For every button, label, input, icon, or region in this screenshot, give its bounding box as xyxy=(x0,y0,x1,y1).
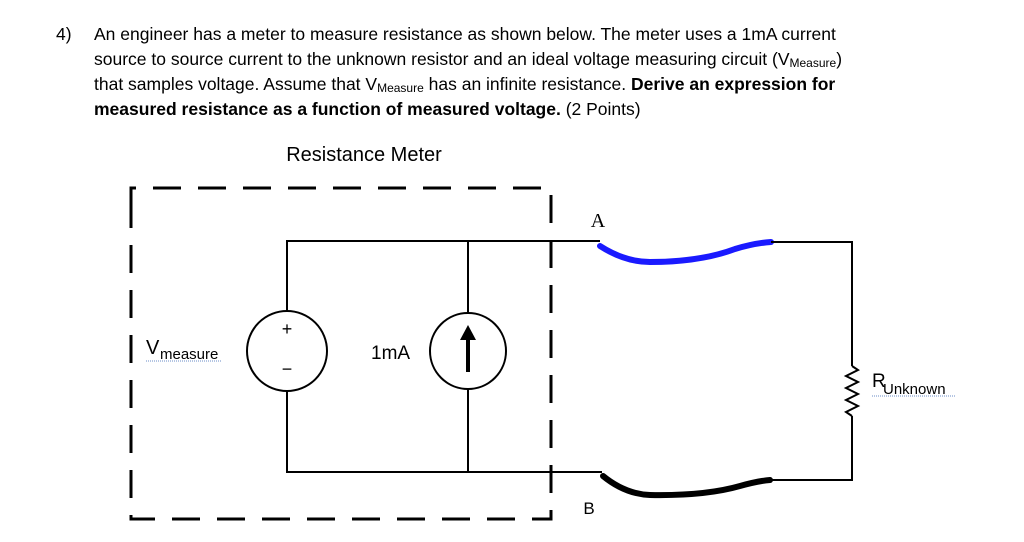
vmeasure-subscript: Measure xyxy=(789,56,837,70)
question-number: 4) xyxy=(56,24,72,44)
external-wiring xyxy=(770,241,853,481)
runknown-label-sub: Unknown xyxy=(883,381,946,398)
diagram-title: Resistance Meter xyxy=(286,144,442,166)
resistor-bottom-wire xyxy=(770,416,853,481)
probe-lead-a xyxy=(597,239,774,266)
question-line-3-mid: has an infinite resistance. xyxy=(423,74,631,94)
question-line-3: that samples voltage. Assume that VMeasu… xyxy=(94,72,835,101)
question-line-4: measured resistance as a function of mea… xyxy=(94,97,641,122)
question-emphasis-1: Derive an expression for xyxy=(630,74,836,94)
current-source-label: 1mA xyxy=(371,343,410,364)
question-line-1: An engineer has a meter to measure resis… xyxy=(94,22,836,47)
internal-wiring xyxy=(286,240,602,473)
meter-boundary xyxy=(129,186,553,521)
current-arrow-head xyxy=(460,325,476,340)
vmeasure-subscript-2: Measure xyxy=(377,81,424,95)
probe-lead-b xyxy=(600,473,773,499)
minus-sign: − xyxy=(282,359,293,379)
vmeasure-label-main: V xyxy=(146,337,160,359)
question-line-2-text: source to source current to the unknown … xyxy=(94,49,790,69)
runknown-label-main: R xyxy=(872,371,886,392)
voltmeter-symbol xyxy=(246,310,328,392)
question-points: (2 Points) xyxy=(560,99,641,119)
question-line-3-text: that samples voltage. Assume that V xyxy=(94,74,378,94)
runknown-label: R Unknown xyxy=(872,371,955,398)
question-emphasis-2: measured resistance as a function of mea… xyxy=(94,99,561,119)
question-line-1-text: An engineer has a meter to measure resis… xyxy=(94,24,836,44)
top-wire xyxy=(286,240,600,312)
resistor-top-wire xyxy=(771,241,853,366)
vmeasure-label-sub: measure xyxy=(160,346,218,363)
question-line-2-close: ) xyxy=(836,49,843,69)
vmeasure-label: V measure xyxy=(146,337,222,363)
plus-sign: + xyxy=(282,319,293,339)
node-a-label: A xyxy=(591,210,606,232)
question-line-2: source to source current to the unknown … xyxy=(94,47,842,76)
bottom-wire xyxy=(286,391,602,473)
unknown-resistor-symbol xyxy=(843,365,861,417)
node-b-label: B xyxy=(583,499,594,518)
